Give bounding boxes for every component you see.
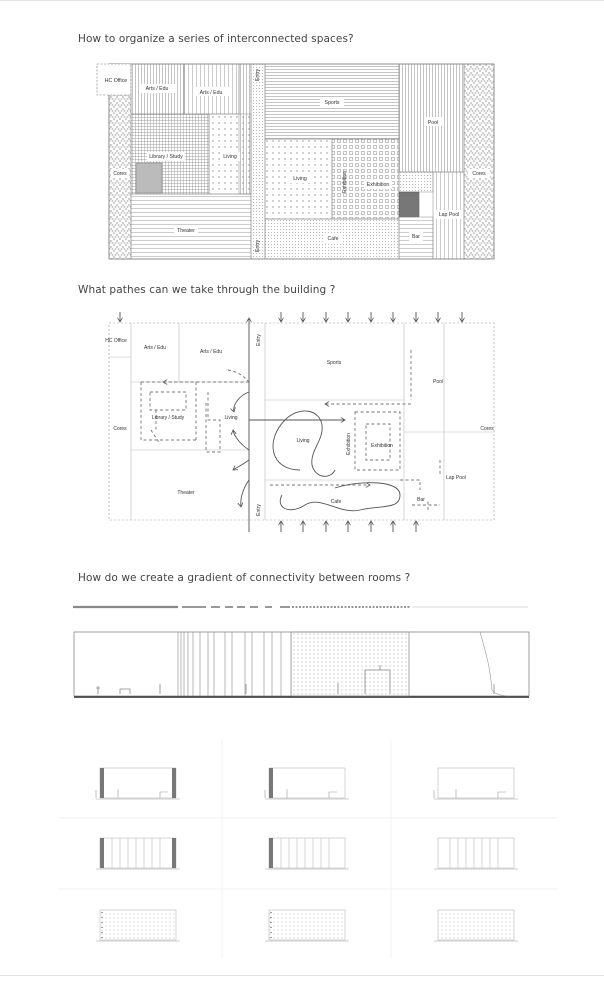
variation-r3c3 [434,909,518,942]
connectivity-variation-grid [58,740,558,958]
variation-r3c2 [265,909,349,942]
plan1-label-entry-top: Entry [255,69,261,82]
section2-heading: What pathes can we take through the buil… [78,284,336,296]
plan2-label-entry-top: Entry [256,334,262,346]
plan1-label-arts-edu-2: Arts / Edu [200,90,223,96]
plan1-label-cafe: Cafe [328,236,339,242]
plan2-label-living: Living [224,415,237,421]
top-border [0,0,604,1]
space-organization-plan: HC Office Arts / Edu Arts / Edu Entry Sp… [96,63,495,260]
variation-r3c1 [96,909,180,942]
plan2-label-sports: Sports [327,360,342,366]
variation-r1c3 [433,767,518,800]
plan2-label-cores-right: Cores [480,426,494,432]
entry-arrows-top [120,312,462,322]
plan1-label-entry-bottom: Entry [255,240,261,253]
variation-r1c1 [95,767,180,800]
plan1-label-library-study: Library / Study [149,154,183,160]
plan2-label-bar: Bar [417,497,425,503]
plan2-label-lap-pool: Lap Pool [446,475,466,481]
plan1-label-living: Living [223,154,237,160]
plan2-label-theater: Theater [177,490,195,496]
plan1-label-living-2: Living [293,176,307,182]
plan1-label-cores-right: Cores [472,171,486,177]
plan2-label-arts-edu-2: Arts / Edu [200,349,222,355]
plan2-label-living-2: Living [296,438,309,444]
variation-r2c3 [434,837,518,870]
plan2-label-exhibition-vertical: Exhibition [346,433,352,455]
section3-heading: How do we create a gradient of connectiv… [78,572,411,584]
plan1-label-pool: Pool [428,120,438,126]
entry-arrows-bottom [281,521,416,532]
plan1-label-theater: Theater [177,228,195,234]
plan1-label-lap-pool: Lap Pool [439,212,459,218]
plan2-label-cores-left: Cores [113,426,127,432]
plan2-label-entry-bottom: Entry [256,504,262,516]
plan1-label-sports: Sports [325,100,340,106]
plan2-label-cafe: Cafe [331,499,342,505]
connectivity-gradient-section [73,605,530,698]
plan2-label-pool: Pool [433,379,443,385]
plan1-label-cores-left: Cores [113,171,127,177]
variation-r2c2 [265,837,349,870]
plan1-label-bar: Bar [412,234,420,240]
plan1-label-arts-edu-1: Arts / Edu [146,86,169,92]
plan1-label-exhibition: Exhibition [367,182,390,188]
variation-r1c2 [264,767,349,800]
plan2-label-arts-edu-1: Arts / Edu [144,345,166,351]
plan2-label-library-study: Library / Study [152,415,185,421]
section1-heading: How to organize a series of interconnect… [78,33,354,45]
plan2-label-hc-office: HC Office [105,338,127,344]
building-section-elevation [73,631,530,698]
plan2-label-exhibition: Exhibition [371,443,393,449]
variation-r2c1 [96,837,180,870]
circulation-paths-plan: HC Office Arts / Edu Arts / Edu Entry Sp… [105,312,495,532]
plan1-label-hc-office: HC Office [105,78,128,84]
plan1-label-exhibition-vertical: Exhibition [342,171,348,193]
bottom-border [0,975,604,976]
